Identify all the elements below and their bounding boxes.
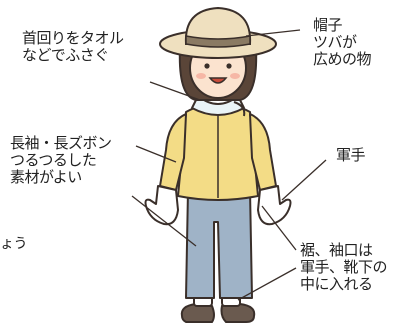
glove-label: 軍手 (336, 146, 366, 164)
hem-label: 裾、袖口は 軍手、靴下の 中に入れる (300, 241, 388, 293)
edge-text-fragment: ょう (0, 236, 28, 252)
left-glove (144, 185, 179, 226)
shoes (180, 302, 256, 323)
pants (185, 189, 253, 299)
right-glove (257, 185, 292, 226)
leader-lines (131, 29, 327, 301)
neck-label: 首回りをタオル などでふさぐ (22, 29, 124, 64)
sleeve-label: 長袖・長ズボン つるつるした 素材がよい (10, 134, 112, 186)
hat (159, 6, 277, 59)
hat-label: 帽子 ツバが 広めの物 (313, 16, 372, 68)
